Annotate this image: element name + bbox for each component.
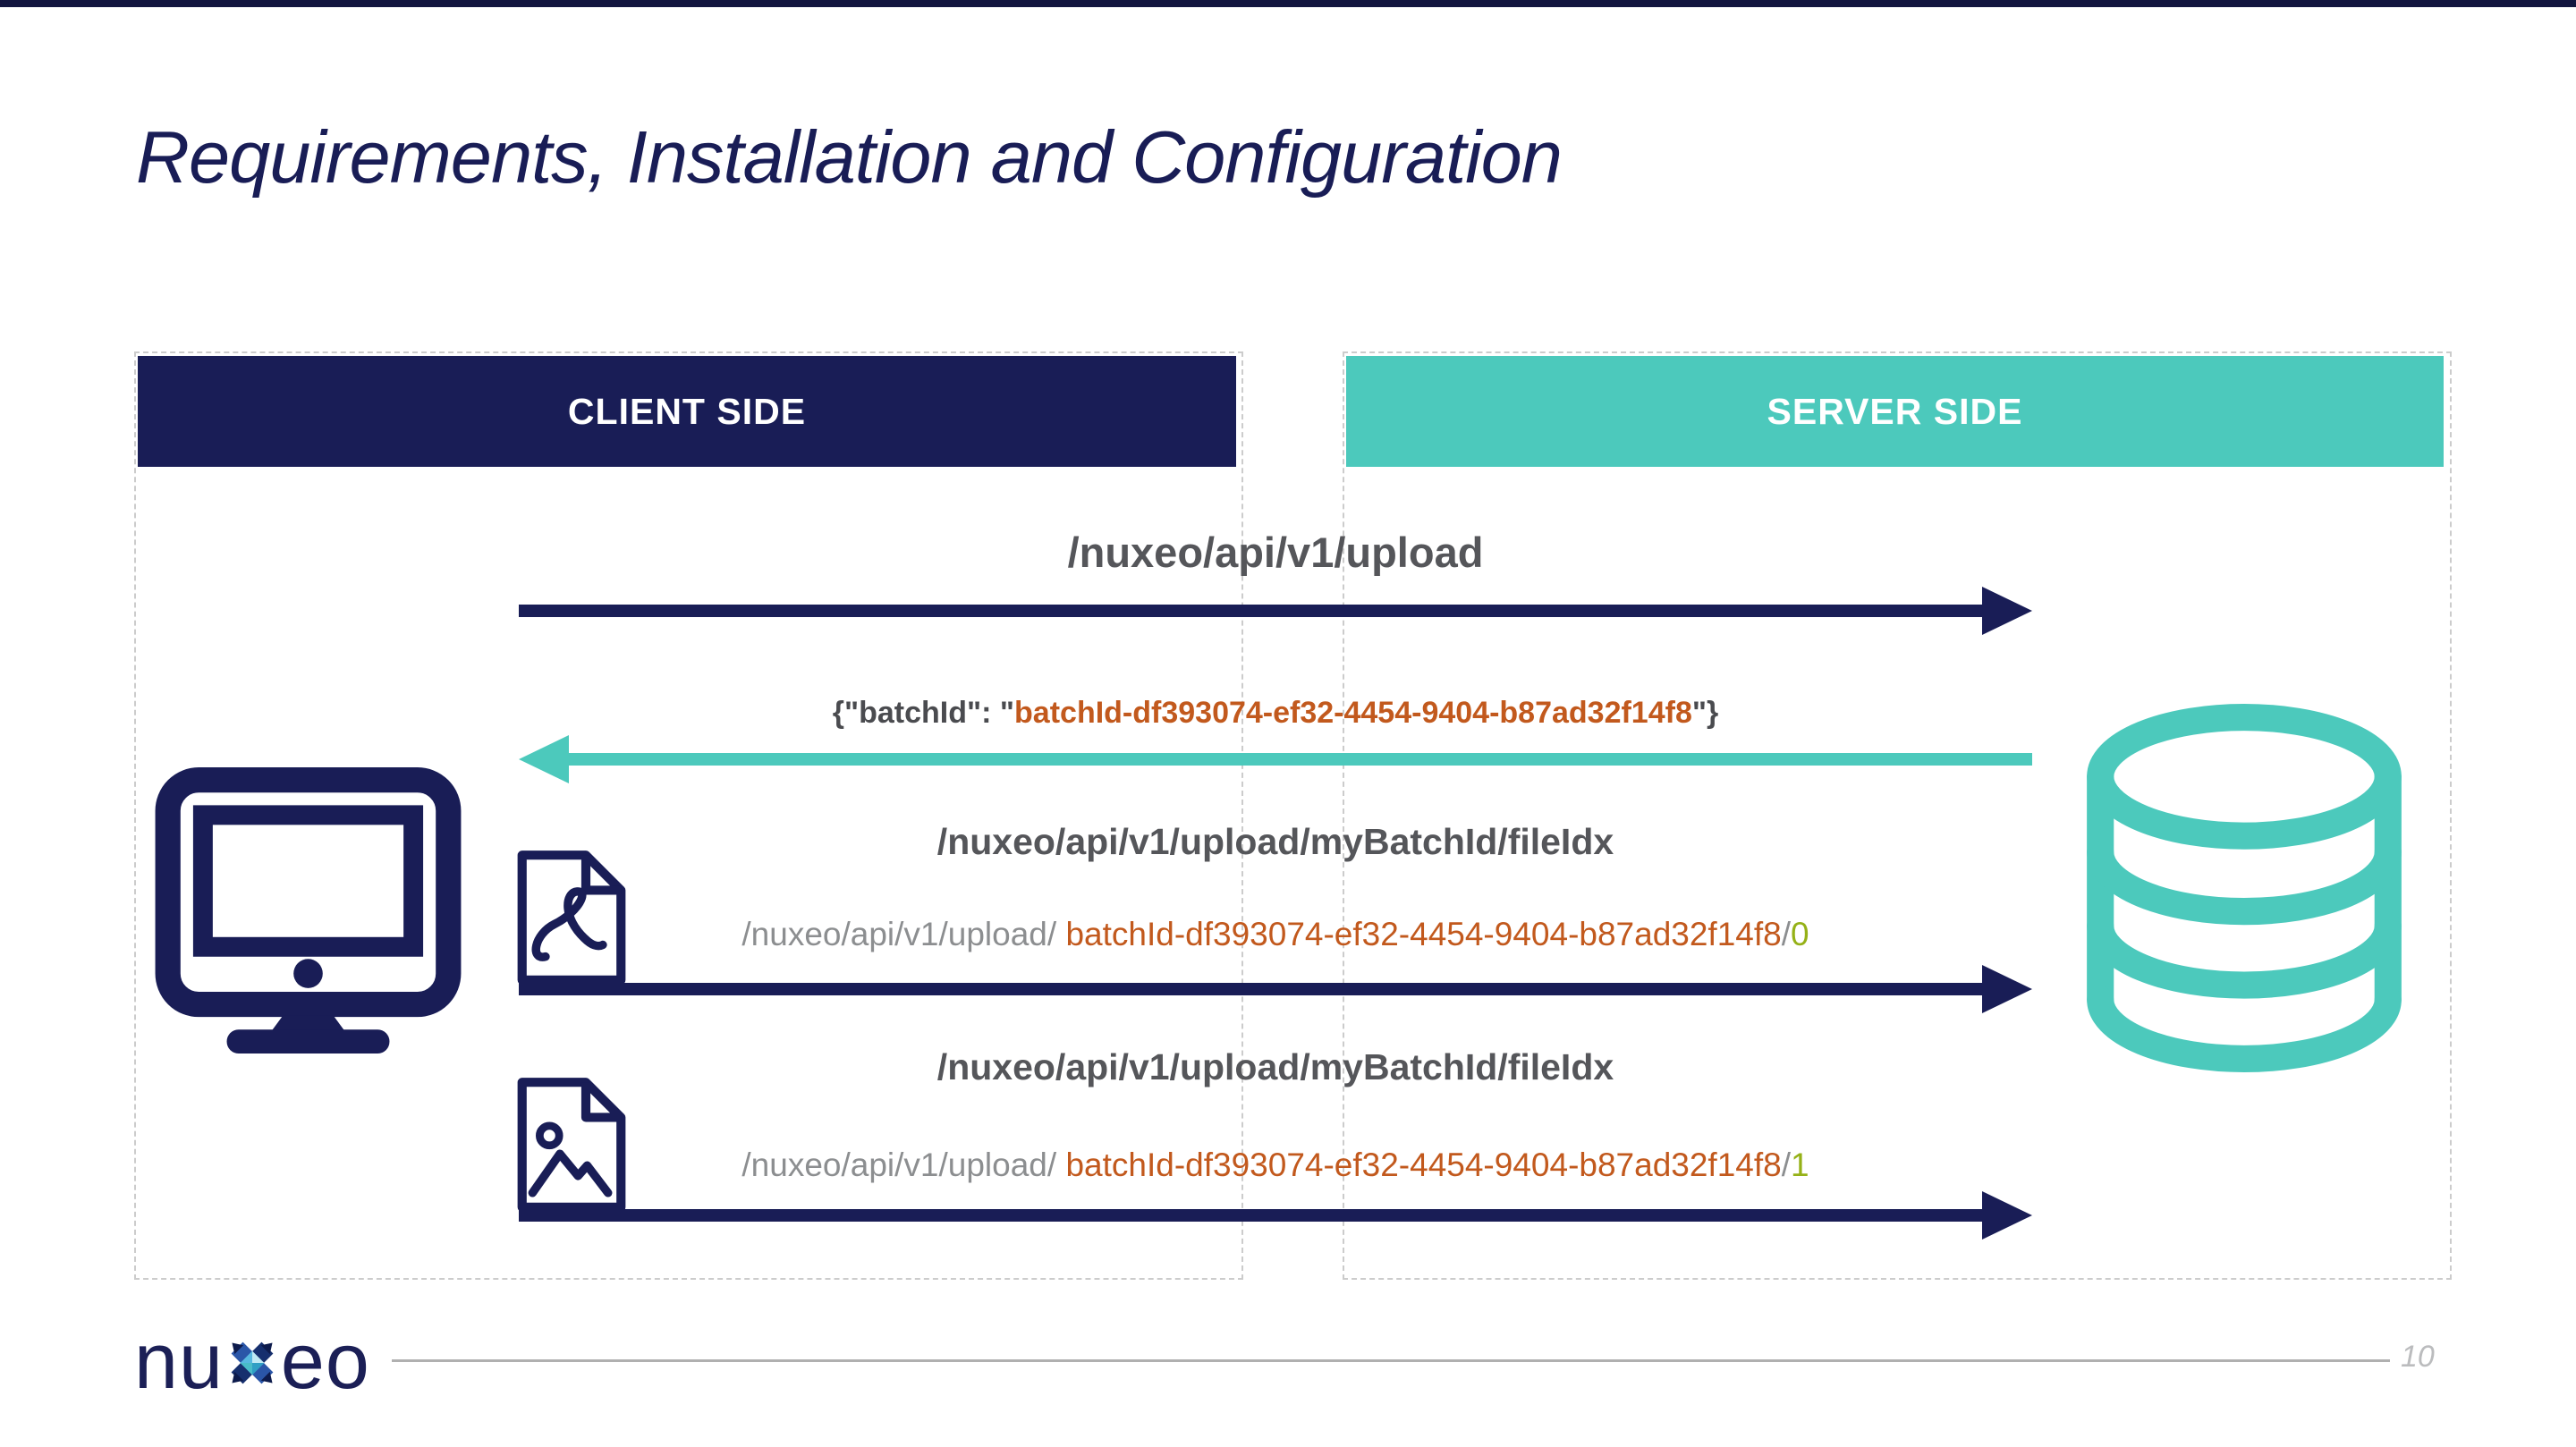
client-lane-box — [134, 351, 1243, 1280]
batch-id-response-label: {"batchId": "batchId-df393074-ef32-4454-… — [519, 696, 2032, 731]
pdf-file-icon — [517, 850, 626, 985]
url-separator: / — [1781, 916, 1792, 952]
image-file-icon — [517, 1078, 626, 1212]
url-prefix: /nuxeo/api/v1/upload/ — [741, 916, 1066, 952]
arrow-shaft — [519, 605, 1987, 617]
url-file-index: 1 — [1791, 1147, 1809, 1183]
file-upload-endpoint-label: /nuxeo/api/v1/upload/myBatchId/fileIdx — [936, 821, 1614, 862]
top-accent-strip — [0, 0, 2576, 7]
json-batch-id-value: batchId-df393074-ef32-4454-9404-b87ad32f… — [1014, 696, 1692, 730]
client-side-label: CLIENT SIDE — [567, 390, 807, 432]
json-prefix: {"batchId": " — [832, 696, 1015, 730]
url-batch-id: batchId-df393074-ef32-4454-9404-b87ad32f… — [1065, 916, 1782, 952]
footer-divider-line — [392, 1359, 2390, 1362]
arrow-head-left-icon — [519, 735, 569, 783]
arrow-head-right-icon — [1982, 965, 2032, 1013]
file1-upload-url: /nuxeo/api/v1/upload/ batchId-df393074-e… — [519, 1147, 2032, 1184]
server-side-header: SERVER SIDE — [1346, 356, 2444, 467]
request-arrow-file1 — [519, 1191, 2032, 1240]
arrow-shaft — [519, 983, 1987, 995]
url-batch-id: batchId-df393074-ef32-4454-9404-b87ad32f… — [1065, 1147, 1782, 1183]
logo-text-eo: eo — [280, 1316, 370, 1405]
nuxeo-logo: nu eo — [134, 1322, 370, 1400]
request-arrow-file0 — [519, 965, 2032, 1013]
url-separator: / — [1781, 1147, 1792, 1183]
url-prefix: /nuxeo/api/v1/upload/ — [741, 1147, 1066, 1183]
response-arrow-batch-id — [519, 735, 2032, 783]
arrow-head-right-icon — [1982, 587, 2032, 635]
file0-upload-url: /nuxeo/api/v1/upload/ batchId-df393074-e… — [519, 916, 2032, 953]
request-arrow-upload — [519, 587, 2032, 635]
json-suffix: "} — [1691, 696, 1719, 730]
slide-title: Requirements, Installation and Configura… — [136, 115, 1563, 199]
desktop-computer-icon — [155, 767, 462, 1054]
upload-endpoint-label: /nuxeo/api/v1/upload — [1067, 529, 1484, 576]
server-side-label: SERVER SIDE — [1767, 390, 2023, 432]
arrow-head-right-icon — [1982, 1191, 2032, 1240]
database-icon — [2087, 703, 2402, 1073]
server-lane-box — [1343, 351, 2452, 1280]
nuxeo-x-mosaic-icon — [231, 1341, 274, 1384]
url-file-index: 0 — [1791, 916, 1809, 952]
logo-text-nu: nu — [134, 1316, 224, 1405]
page-number: 10 — [2401, 1340, 2435, 1374]
client-side-header: CLIENT SIDE — [138, 356, 1236, 467]
arrow-shaft — [564, 753, 2032, 766]
file-upload-endpoint-label: /nuxeo/api/v1/upload/myBatchId/fileIdx — [936, 1046, 1614, 1087]
arrow-shaft — [519, 1209, 1987, 1222]
